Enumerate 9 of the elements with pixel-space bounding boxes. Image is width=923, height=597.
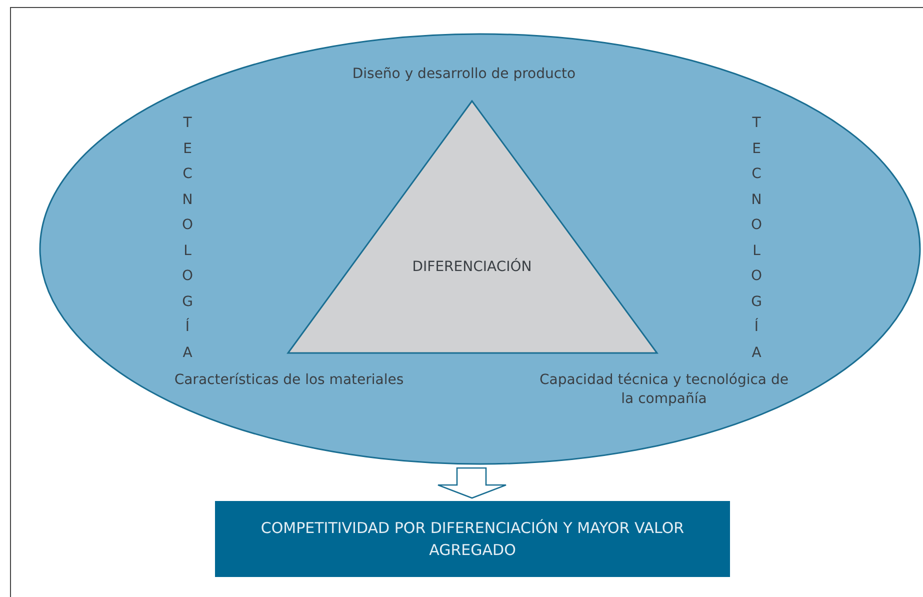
corner-label: Características de los materiales [173,371,405,390]
triangle-label: DIFERENCIACIÓN [411,258,533,277]
vertical-label: TECNOLOGÍA [751,114,762,362]
block-arrow [437,467,507,499]
corner-label: Capacidad técnica y tecnológica de la compañía [538,371,790,409]
result-box [215,501,730,577]
result-text: COMPETITIVIDAD POR DIFERENCIACIÓN Y MAYOR VALOR AGREGADO [260,518,686,561]
corner-label: Diseño y desarrollo de producto [351,65,577,84]
vertical-label: TECNOLOGÍA [182,114,193,362]
